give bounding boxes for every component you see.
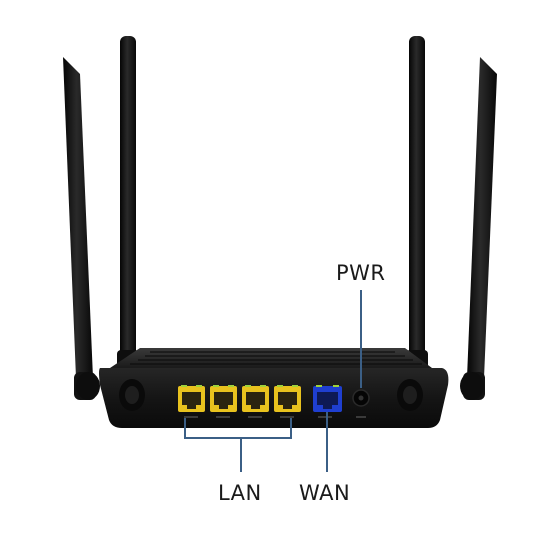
lan-label: LAN	[218, 481, 262, 505]
callout-lines	[184, 290, 362, 472]
router-body	[99, 348, 449, 428]
lan-port-4	[274, 385, 301, 412]
lan-port-2	[210, 385, 237, 412]
antenna-inner-right	[406, 36, 428, 374]
antenna-outer-right	[460, 57, 497, 400]
antenna-inner-left	[117, 36, 139, 374]
power-jack	[352, 389, 370, 407]
pwr-label: PWR	[336, 261, 386, 285]
lan-ports	[178, 385, 366, 418]
antenna-outer-left	[63, 57, 100, 400]
wan-port	[313, 385, 342, 412]
wan-label: WAN	[299, 481, 351, 505]
lan-port-1	[178, 385, 205, 412]
lan-port-3	[242, 385, 269, 412]
lan-callout-bracket	[184, 418, 292, 439]
